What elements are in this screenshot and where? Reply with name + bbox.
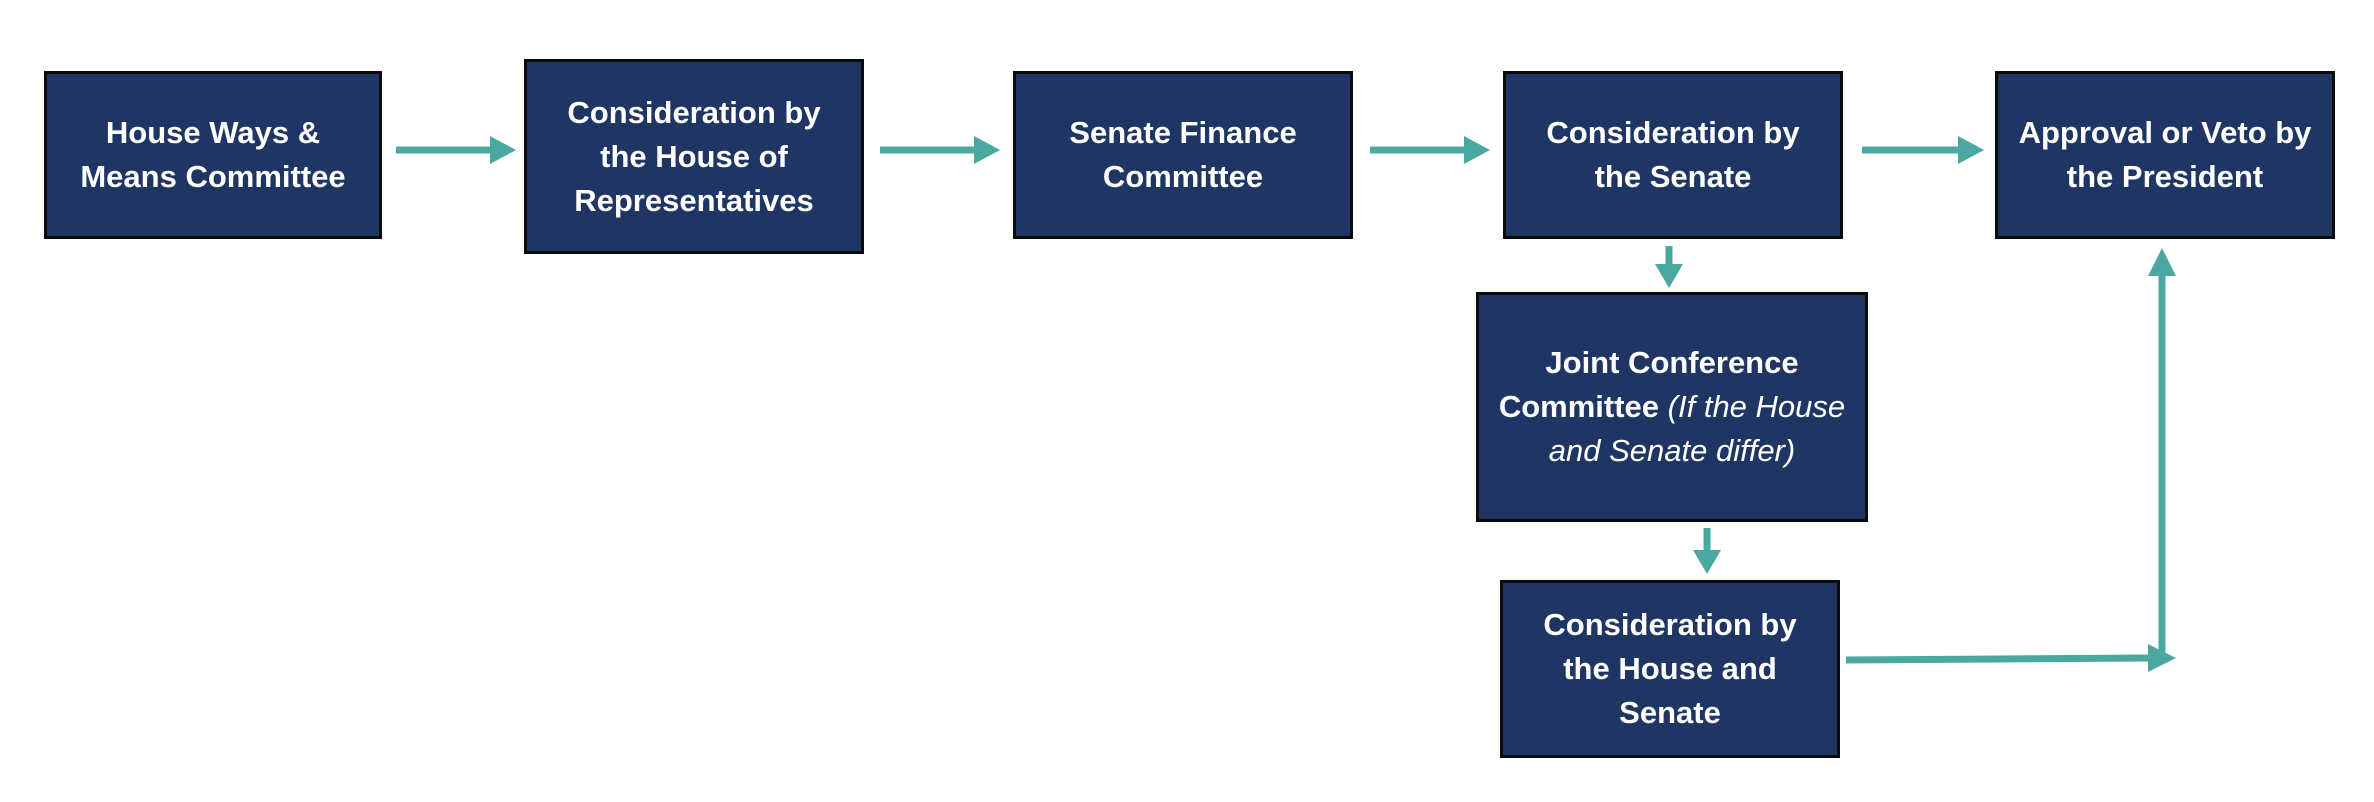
president-label: Approval or Veto by the President [2018, 115, 2312, 194]
joint-conference-note: (If the House and Senate differ) [1548, 389, 1846, 468]
arrow-senate-consideration-to-president [1862, 136, 1984, 164]
joint-conference-label: Joint Conference Committee [1498, 345, 1799, 424]
senate-finance-box: Senate Finance Committee [1013, 71, 1353, 239]
arrow-house-ways-to-house-consideration [396, 136, 516, 164]
senate-finance-label: Senate Finance Committee [1069, 115, 1297, 194]
house-senate-consideration-label: Consideration by the House and Senate [1543, 607, 1797, 730]
house-consideration-box: Consideration by the House of Representa… [524, 59, 864, 254]
president-box: Approval or Veto by the President [1995, 71, 2335, 239]
joint-conference-box: Joint Conference Committee (If the House… [1476, 292, 1868, 522]
house-ways-means-box: House Ways & Means Committee [44, 71, 382, 239]
arrow-house-senate-to-right [1845, 644, 2176, 672]
house-senate-consideration-box: Consideration by the House and Senate [1500, 580, 1840, 758]
joint-conference-text: Joint Conference Committee (If the House… [1493, 341, 1851, 473]
arrow-senate-finance-to-senate-consideration [1370, 136, 1490, 164]
senate-consideration-label: Consideration by the Senate [1546, 115, 1800, 194]
house-consideration-label: Consideration by the House of Representa… [567, 94, 821, 218]
senate-consideration-box: Consideration by the Senate [1503, 71, 1843, 239]
house-ways-means-label: House Ways & Means Committee [80, 115, 346, 194]
arrow-up-to-president [2148, 248, 2176, 658]
arrow-senate-to-joint-conference [1655, 246, 1683, 288]
arrow-joint-conference-to-house-senate [1693, 528, 1721, 574]
arrow-house-consideration-to-senate-finance [880, 136, 1000, 164]
